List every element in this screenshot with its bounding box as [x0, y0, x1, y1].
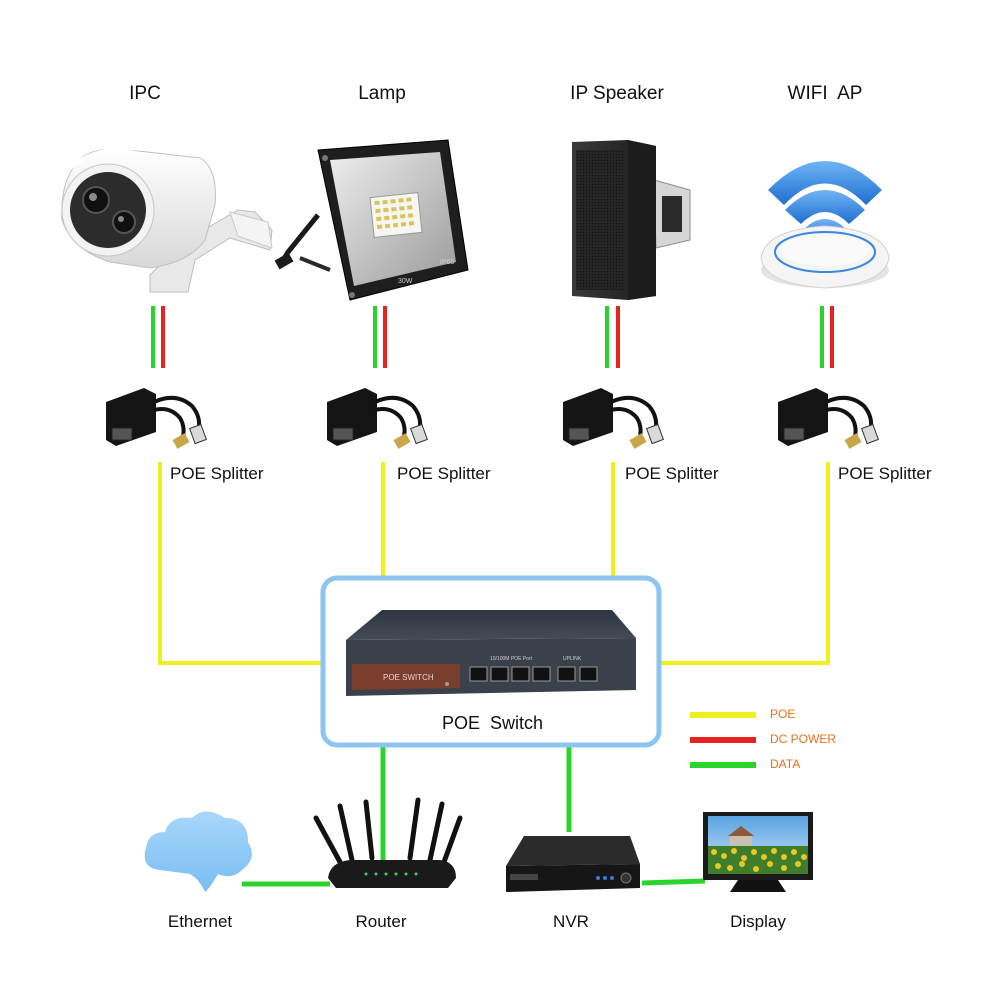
device-label-wifi-ap: WIFI AP: [787, 83, 863, 104]
data-cables: [242, 745, 706, 887]
switch-label: POE Switch: [442, 713, 544, 733]
bullet-camera-icon: [61, 146, 273, 293]
switch-port-group-text: 10/100M POE Port: [490, 656, 533, 662]
floodlight-icon: 30W IP65: [274, 139, 469, 301]
device-cables: [151, 306, 834, 368]
ap-data-cable: [820, 306, 824, 368]
splitter-label-4: POE Splitter: [838, 464, 932, 483]
lamp-power-cable: [383, 306, 387, 368]
speaker-data-cable: [605, 306, 609, 368]
legend-label-dc-power: DC POWER: [770, 732, 836, 746]
lamp-power-marking: 30W: [398, 278, 413, 285]
bottom-label-display: Display: [730, 912, 786, 931]
device-label-ipc: IPC: [129, 83, 161, 104]
wifi-ap-icon: [760, 161, 890, 289]
bottom-label-router: Router: [355, 912, 407, 931]
bottom-label-ethernet: Ethernet: [167, 912, 233, 931]
legend-label-poe: POE: [770, 707, 796, 721]
lamp-rating-marking: IP65: [440, 259, 455, 266]
device-label-ip-speaker: IP Speaker: [570, 83, 664, 104]
ipc-power-cable: [161, 306, 165, 368]
poe-switch-icon: POE SWITCH 10/100M POE Port UPLINK: [346, 610, 636, 696]
legend-data-line: [690, 762, 756, 768]
poe-cables: [158, 462, 830, 665]
speaker-power-cable: [616, 306, 620, 368]
legend-lines: [690, 712, 756, 768]
splitter-label-3: POE Splitter: [625, 464, 719, 483]
switch-panel-text: POE SWITCH: [383, 673, 434, 682]
lamp-data-cable: [373, 306, 377, 368]
speaker-icon: [572, 140, 691, 300]
router-icon: [313, 797, 463, 888]
device-label-lamp: Lamp: [358, 83, 406, 104]
legend-dc-line: [690, 737, 756, 743]
cloud-icon: [144, 811, 252, 892]
ap-power-cable: [830, 306, 834, 368]
legend-poe-line: [690, 712, 756, 718]
switch-uplink-text: UPLINK: [563, 656, 582, 662]
poe-splitter-icon: [778, 388, 880, 449]
poe-cable-ipc: [158, 462, 325, 665]
splitter-label-2: POE Splitter: [397, 464, 491, 483]
poe-splitter-icon: [327, 388, 429, 449]
monitor-icon: [703, 812, 813, 892]
nvr-icon: [506, 836, 640, 892]
legend-label-data: DATA: [770, 757, 801, 771]
splitter-label-1: POE Splitter: [170, 464, 264, 483]
poe-splitter-icon: [106, 388, 208, 449]
ipc-data-cable: [151, 306, 155, 368]
poe-splitter-icon: [563, 388, 665, 449]
bottom-label-nvr: NVR: [553, 912, 589, 931]
data-cable-display: [641, 878, 706, 886]
poe-cable-ap: [658, 462, 830, 665]
